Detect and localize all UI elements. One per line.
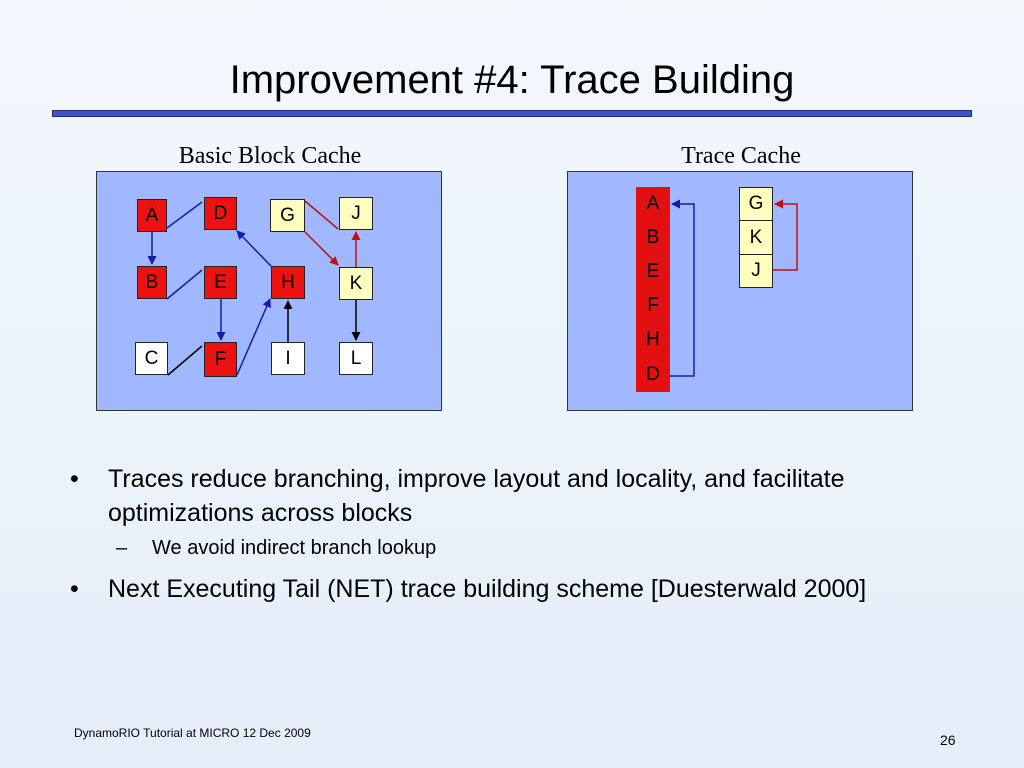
bullet-1: • Traces reduce branching, improve layou… xyxy=(70,462,950,530)
block-b: B xyxy=(137,266,167,299)
basic-block-cache-label: Basic Block Cache xyxy=(178,143,362,169)
bullet-marker: • xyxy=(70,465,79,493)
trace-1-block-a: A xyxy=(646,193,660,214)
block-i: I xyxy=(271,342,305,375)
bullet-marker: • xyxy=(70,575,79,603)
trace-1-block-d: D xyxy=(646,363,660,385)
page-number: 26 xyxy=(940,732,956,748)
bullet-2-text: Next Executing Tail (NET) trace building… xyxy=(108,575,867,603)
trace-1-block-b: B xyxy=(646,227,660,248)
trace-2-block-k: K xyxy=(740,221,772,255)
block-c: C xyxy=(135,342,168,375)
trace-1-block-e: E xyxy=(646,261,660,282)
trace-1-block-f: F xyxy=(647,295,659,316)
block-k: K xyxy=(339,267,373,300)
trace-1: A B E F H D xyxy=(636,187,670,392)
block-g: G xyxy=(270,199,305,232)
block-h: H xyxy=(271,266,305,299)
block-d: D xyxy=(204,197,237,230)
title-rule xyxy=(52,110,972,117)
trace-2: G K J xyxy=(739,187,773,288)
trace-2-block-j: J xyxy=(751,260,761,281)
block-a: A xyxy=(137,199,167,232)
block-j: J xyxy=(339,197,373,230)
dash-marker: – xyxy=(116,537,128,559)
trace-1-block-h: H xyxy=(646,329,660,350)
trace-2-block-g: G xyxy=(740,188,772,221)
sub-bullet-1-text: We avoid indirect branch lookup xyxy=(152,537,437,559)
block-e: E xyxy=(204,266,237,299)
bullet-1-text: Traces reduce branching, improve layout … xyxy=(108,465,845,527)
footer-text: DynamoRIO Tutorial at MICRO 12 Dec 2009 xyxy=(74,726,311,740)
trace-cache-label: Trace Cache xyxy=(681,143,801,169)
sub-bullet-1: – We avoid indirect branch lookup xyxy=(70,534,950,562)
block-l: L xyxy=(339,342,373,375)
bullet-2: • Next Executing Tail (NET) trace buildi… xyxy=(70,572,950,606)
slide-title: Improvement #4: Trace Building xyxy=(229,58,795,102)
bullet-list: • Traces reduce branching, improve layou… xyxy=(70,462,950,610)
block-f: F xyxy=(204,342,237,377)
